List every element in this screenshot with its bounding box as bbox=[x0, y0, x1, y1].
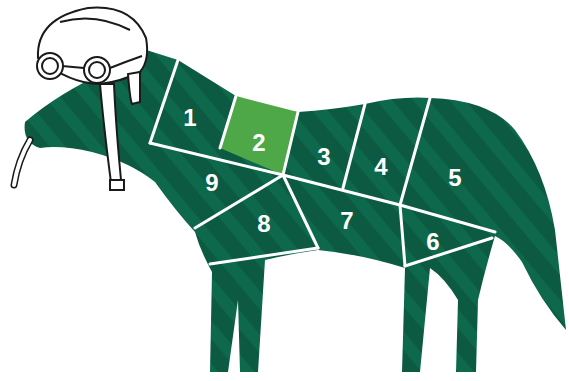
callout-number: 4 bbox=[374, 155, 387, 179]
rein bbox=[14, 140, 30, 185]
goggle-lens bbox=[37, 53, 63, 79]
goggle-lens-inner bbox=[89, 62, 105, 78]
cut-line bbox=[405, 238, 492, 266]
callout-number: 8 bbox=[257, 212, 270, 236]
callout-number: 3 bbox=[317, 145, 330, 169]
goggle-band bbox=[110, 56, 142, 68]
cut-line bbox=[210, 248, 318, 264]
cut-line bbox=[220, 96, 236, 148]
goggle-bridge bbox=[62, 66, 84, 68]
helmet-seam bbox=[60, 18, 130, 30]
goggle-lens-inner bbox=[42, 58, 58, 74]
helmet-strap bbox=[100, 84, 122, 190]
callout-number: 2 bbox=[252, 131, 265, 155]
cut-line bbox=[343, 104, 365, 188]
cut-line bbox=[400, 98, 430, 205]
callout-number: 9 bbox=[205, 171, 218, 195]
callout-number: 6 bbox=[426, 230, 439, 254]
helmet-strap bbox=[128, 72, 140, 104]
cut-line bbox=[400, 205, 405, 266]
callout-number: 7 bbox=[340, 209, 353, 233]
cut-line bbox=[283, 112, 298, 175]
bit-and-rein bbox=[14, 140, 30, 185]
strap-buckle bbox=[110, 180, 124, 190]
cut-lines bbox=[150, 60, 495, 266]
aviator-helmet bbox=[37, 8, 147, 190]
cut-line bbox=[150, 60, 178, 143]
goggle-lens bbox=[84, 57, 110, 83]
callout-number: 5 bbox=[448, 166, 461, 190]
rein-fill bbox=[14, 140, 30, 185]
callout-number: 1 bbox=[183, 106, 196, 130]
cut-line bbox=[283, 175, 318, 248]
cut-line bbox=[150, 143, 495, 232]
